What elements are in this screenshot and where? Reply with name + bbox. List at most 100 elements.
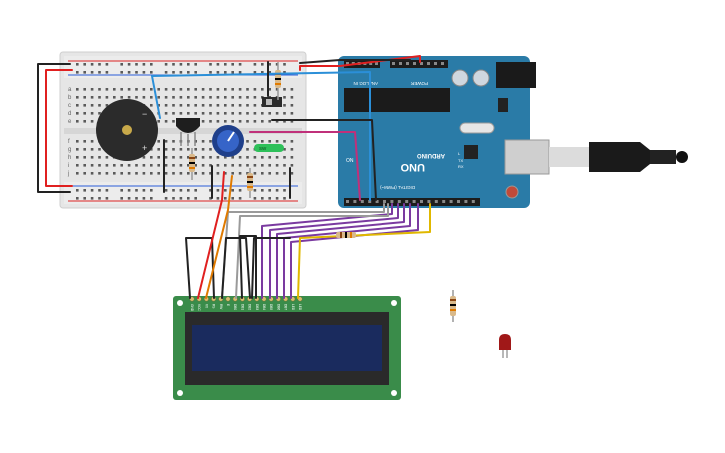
- breadboard-hole: [179, 88, 183, 91]
- pin-hole: [434, 200, 438, 203]
- breadboard-hole: [209, 164, 212, 167]
- arduino-uno[interactable]: UNO ARDUINO DIGITAL (PWM~) ANALOG IN POW…: [338, 56, 550, 208]
- rail-hole: [283, 63, 286, 66]
- green-component[interactable]: SW: [254, 144, 284, 152]
- breadboard-hole: [224, 164, 227, 167]
- slide-switch[interactable]: [262, 97, 282, 107]
- breadboard-hole: [224, 96, 227, 99]
- breadboard-hole: [150, 172, 153, 175]
- breadboard-hole: [172, 156, 175, 159]
- pin-hole: [413, 62, 416, 65]
- lcd-pin-label: LED: [291, 304, 295, 311]
- breadboard-hole: [76, 96, 79, 99]
- reset-button[interactable]: [505, 185, 519, 199]
- l-label: L: [458, 151, 461, 156]
- resistor-1[interactable]: [189, 148, 195, 180]
- rail-hole: [98, 63, 101, 66]
- breadboard-hole: [98, 112, 101, 115]
- breadboard-hole: [261, 88, 264, 91]
- temperature-sensor[interactable]: [176, 118, 200, 146]
- wire-gray-2: [235, 203, 389, 299]
- arduino-model: UNO: [400, 161, 425, 173]
- breadboard-hole: [283, 112, 286, 115]
- on-label: ON: [346, 158, 354, 164]
- rail-hole: [261, 63, 264, 66]
- lcd-pin-label: VCC: [197, 304, 201, 311]
- breadboard-hole: [90, 120, 94, 123]
- breadboard-hole: [76, 88, 79, 91]
- breadboard-hole: [209, 172, 212, 175]
- breadboard-hole: [238, 172, 242, 175]
- rail-hole: [105, 197, 109, 200]
- breadboard-hole: [290, 120, 294, 123]
- row-letter: f: [68, 139, 70, 145]
- rail-hole: [194, 63, 197, 66]
- breadboard-hole: [172, 172, 175, 175]
- breadboard-hole: [216, 104, 220, 107]
- rail-hole: [105, 71, 109, 74]
- breadboard-hole: [268, 164, 271, 167]
- rail-hole: [135, 63, 138, 66]
- lcd-pin-label: DB0: [233, 304, 237, 310]
- breadboard-hole: [83, 148, 86, 151]
- inline-resistor[interactable]: [336, 232, 356, 238]
- breadboard-hole: [268, 140, 271, 143]
- potentiometer[interactable]: [212, 125, 244, 157]
- row-letter: a: [68, 87, 72, 93]
- pin-hole: [397, 200, 401, 203]
- breadboard-hole: [209, 156, 212, 159]
- breadboard-hole: [201, 148, 205, 151]
- breadboard-hole: [113, 172, 116, 175]
- breadboard-hole: [172, 96, 175, 99]
- breadboard-hole: [275, 140, 279, 143]
- rail-hole: [98, 189, 101, 192]
- breadboard-hole: [290, 96, 294, 99]
- lcd-pin-label: GND: [190, 304, 194, 312]
- breadboard-hole: [209, 112, 212, 115]
- lcd-screen: [192, 325, 382, 371]
- breadboard-hole: [209, 140, 212, 143]
- wire-black-switch: [271, 119, 377, 201]
- pin-hole: [346, 62, 349, 65]
- rail-hole: [209, 197, 212, 200]
- breadboard-hole: [142, 88, 146, 91]
- breadboard-hole: [253, 120, 257, 123]
- breadboard-hole: [275, 120, 279, 123]
- breadboard-hole: [172, 140, 175, 143]
- breadboard-hole: [164, 164, 168, 167]
- breadboard-hole: [98, 88, 101, 91]
- breadboard-hole: [83, 156, 86, 159]
- wire-black-lcd-4: [251, 237, 291, 299]
- piezo-buzzer[interactable]: − +: [96, 99, 158, 161]
- loose-resistor[interactable]: [450, 290, 456, 322]
- red-led[interactable]: [499, 334, 511, 358]
- breadboard-hole: [172, 148, 175, 151]
- rail-hole: [150, 189, 153, 192]
- breadboard-hole: [127, 88, 131, 91]
- breadboard-hole: [157, 172, 160, 175]
- breadboard-hole: [105, 96, 109, 99]
- breadboard-hole: [231, 156, 234, 159]
- breadboard-hole: [113, 96, 116, 99]
- breadboard-hole: [187, 104, 190, 107]
- breadboard-hole: [187, 112, 190, 115]
- rail-hole: [83, 71, 86, 74]
- resistor-2[interactable]: [247, 168, 253, 198]
- breadboard-hole: [283, 148, 286, 151]
- wire-yellow: [297, 203, 431, 299]
- rail-hole: [142, 71, 146, 74]
- breadboard-hole: [157, 156, 160, 159]
- digital-label: DIGITAL (PWM~): [380, 185, 415, 190]
- rail-hole: [76, 197, 79, 200]
- rail-hole: [187, 71, 190, 74]
- breadboard-hole: [201, 156, 205, 159]
- breadboard-hole: [283, 104, 286, 107]
- breadboard-hole: [290, 112, 294, 115]
- rail-hole: [194, 197, 197, 200]
- breadboard-hole: [150, 96, 153, 99]
- breadboard-hole: [216, 172, 220, 175]
- breadboard-hole: [216, 164, 220, 167]
- breadboard-hole: [113, 88, 116, 91]
- breadboard-hole: [216, 120, 220, 123]
